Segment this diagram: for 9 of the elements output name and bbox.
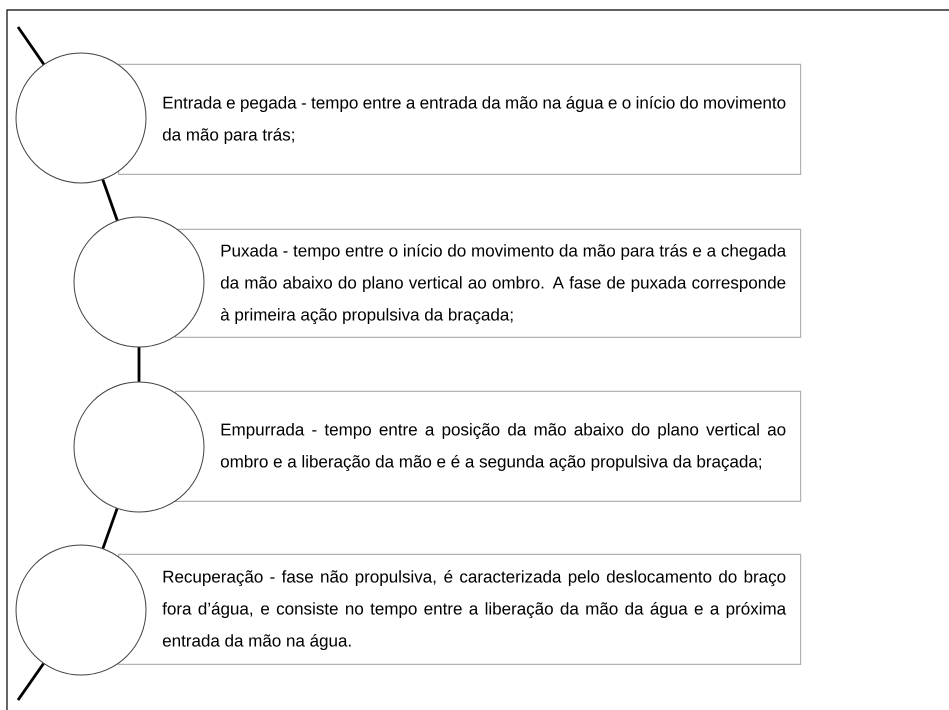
connector-line — [16, 26, 45, 65]
connector-line — [138, 348, 140, 382]
connector-line — [16, 662, 45, 701]
circle-shape — [16, 544, 146, 676]
circle-shape — [16, 52, 146, 184]
circle-shape — [74, 382, 204, 512]
circle-shape — [74, 216, 204, 348]
connector-line — [102, 179, 118, 221]
connector-line — [102, 508, 118, 549]
